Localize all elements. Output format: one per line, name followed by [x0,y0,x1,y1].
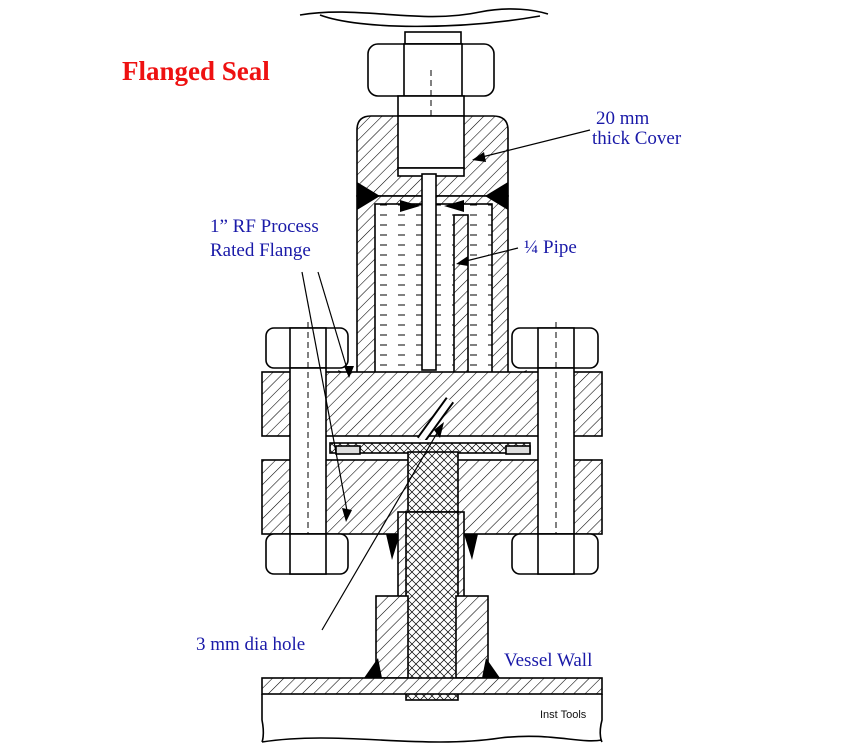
left-stud-bolt [265,322,349,575]
vessel-wall [261,677,603,743]
label-flange-line2: Rated Flange [210,240,311,261]
label-cover-line2: thick Cover [592,128,682,149]
credit: Inst Tools [540,709,587,721]
cover [356,115,509,197]
right-stud-bolt [511,322,599,575]
top-pipe [299,8,549,45]
label-vessel-wall: Vessel Wall [504,650,592,671]
label-hole: 3 mm dia hole [196,634,305,655]
label-pipe: ¼ Pipe [524,237,577,258]
label-flange-line1: 1” RF Process [210,216,319,237]
leader-lines [301,129,591,631]
title: Flanged Seal [122,56,270,86]
leader-arrowheads [342,152,486,522]
seal-body [338,173,527,396]
label-cover-line1: 20 mm [596,108,650,129]
nozzle-neck [364,511,500,701]
